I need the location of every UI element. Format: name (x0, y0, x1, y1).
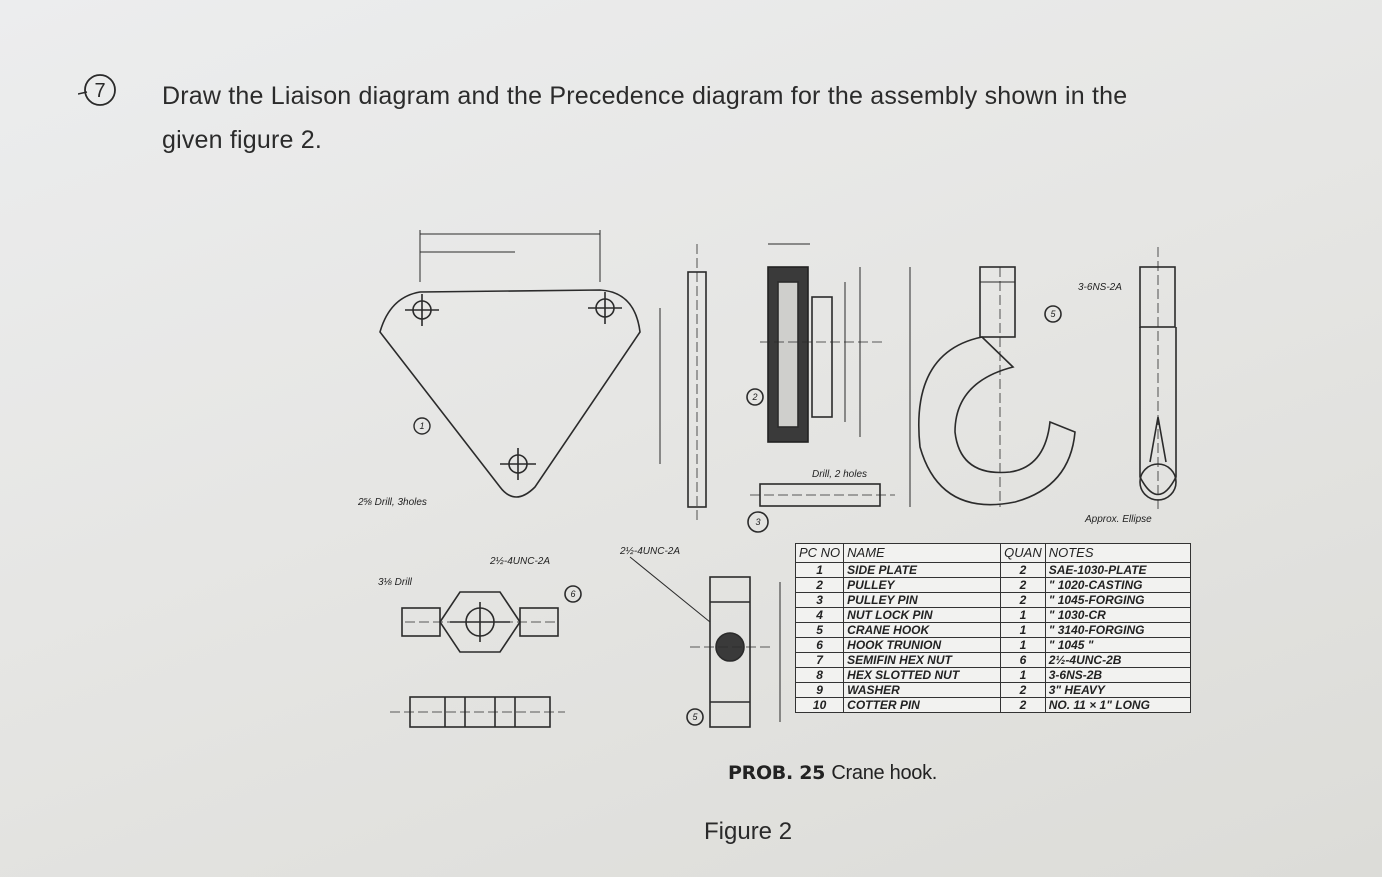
row-notes: " 1045 " (1044, 637, 1191, 653)
row-no: 5 (794, 622, 845, 638)
header-name: NAME (843, 543, 1002, 563)
caption-title: Crane hook. (831, 762, 938, 784)
nut-assembly-view (629, 556, 781, 728)
annotation-drill-2holes: Drill, 2 holes (812, 469, 867, 480)
row-quan: 2 (1000, 682, 1046, 698)
row-quan: 2 (1000, 577, 1046, 593)
question-number: 7 (94, 80, 105, 102)
hook-shank-view (1139, 247, 1177, 512)
row-notes: SAE-1030-PLATE (1044, 562, 1191, 578)
question-line-2: given figure 2. (162, 126, 323, 154)
row-quan: 6 (1000, 652, 1046, 668)
row-notes: 2½-4UNC-2B (1044, 652, 1191, 668)
row-notes: 3" HEAVY (1044, 682, 1191, 698)
header-pc-no: PC NO (794, 543, 845, 563)
row-no: 9 (794, 682, 845, 698)
row-no: 10 (794, 697, 845, 713)
row-no: 3 (794, 592, 845, 608)
pulley-view (746, 243, 885, 443)
row-notes: NO. 11 × 1" LONG (1044, 697, 1191, 713)
row-name: PULLEY (843, 577, 1002, 593)
row-name: NUT LOCK PIN (843, 607, 1002, 623)
row-name: PULLEY PIN (843, 592, 1002, 608)
annotation-approx-ellipse: Approx. Ellipse (1084, 514, 1152, 525)
plate-edge-view (687, 244, 707, 522)
question-number-circle: 7 (78, 74, 116, 106)
trunnion-view (390, 585, 582, 728)
parts-table-header: PC NO NAME QUAN NOTES (794, 543, 1191, 563)
question-text: Draw the Liaison diagram and the Precede… (162, 74, 1127, 162)
row-name: HEX SLOTTED NUT (843, 667, 1002, 683)
crane-hook-drawing: 2⅝ Drill, 3holes Drill, 2 holes 3⅛ Drill… (357, 230, 1177, 728)
figure-caption: PROB. 25 Crane hook. (728, 762, 937, 785)
crane-hook-view (909, 266, 1076, 507)
balloon-2-text: 2 (751, 392, 757, 402)
question-line-1: Draw the Liaison diagram and the Precede… (162, 82, 1128, 110)
row-no: 2 (794, 577, 845, 593)
annotation-unc-2: 2½-4UNC-2A (619, 546, 680, 557)
row-no: 4 (794, 607, 845, 623)
figure-label: Figure 2 (704, 818, 793, 845)
row-notes: " 1045-FORGING (1044, 592, 1191, 608)
row-quan: 1 (1000, 622, 1046, 638)
row-notes: " 1030-CR (1044, 607, 1191, 623)
annotation-drill-left: 3⅛ Drill (378, 577, 413, 588)
row-no: 7 (794, 652, 845, 668)
row-notes: " 1020-CASTING (1044, 577, 1191, 593)
balloon-5b-text: 5 (692, 712, 698, 722)
row-quan: 2 (1000, 592, 1046, 608)
row-no: 1 (794, 562, 845, 578)
row-no: 8 (794, 667, 845, 683)
balloon-3-text: 3 (755, 517, 760, 527)
header-notes: NOTES (1044, 543, 1191, 563)
row-quan: 1 (1000, 607, 1046, 623)
side-plate-view (379, 230, 661, 498)
annotation-drill-3holes: 2⅝ Drill, 3holes (357, 497, 427, 508)
row-notes: 3-6NS-2B (1044, 667, 1191, 683)
row-name: WASHER (843, 682, 1002, 698)
row-name: CRANE HOOK (843, 622, 1002, 638)
balloon-1-text: 1 (419, 421, 424, 431)
row-name: COTTER PIN (843, 697, 1002, 713)
row-name: SEMIFIN HEX NUT (843, 652, 1002, 668)
balloon-5-text: 5 (1050, 309, 1056, 319)
row-no: 6 (794, 637, 845, 653)
row-quan: 2 (1000, 697, 1046, 713)
annotation-unc-1: 2½-4UNC-2A (489, 556, 550, 567)
balloon-6-text: 6 (570, 589, 575, 599)
row-name: HOOK TRUNION (843, 637, 1002, 653)
caption-prob: PROB. 25 (728, 762, 826, 784)
header-quan: QUAN (1000, 543, 1046, 563)
row-quan: 2 (1000, 562, 1046, 578)
annotation-thread-top: 3-6NS-2A (1078, 282, 1122, 293)
row-quan: 1 (1000, 637, 1046, 653)
row-name: SIDE PLATE (843, 562, 1002, 578)
pulley-pin-view (747, 483, 895, 533)
row-notes: " 3140-FORGING (1044, 622, 1191, 638)
row-quan: 1 (1000, 667, 1046, 683)
